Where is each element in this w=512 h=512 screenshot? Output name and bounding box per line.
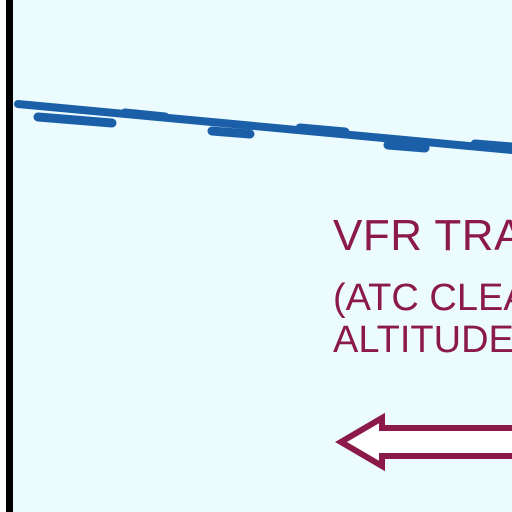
left-border-line — [6, 0, 13, 512]
altitude-text: ALTITUDE — [333, 319, 512, 361]
airspace-boundary-line — [14, 100, 512, 154]
atc-clearance-text: (ATC CLEA — [333, 277, 512, 319]
vfr-transition-title: VFR TRA — [333, 211, 512, 260]
left-arrow-icon — [335, 412, 512, 472]
